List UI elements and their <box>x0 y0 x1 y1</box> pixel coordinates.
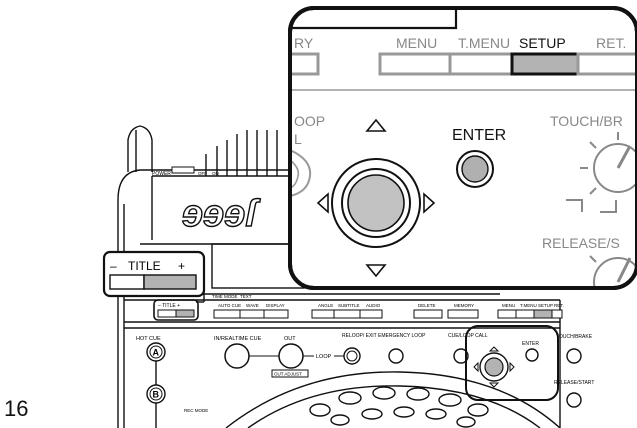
title-buttons-small: – TITLE + <box>153 299 199 321</box>
release-start-label-small: RELEASE/START <box>554 380 594 386</box>
zoom-tmenu-button[interactable] <box>448 52 514 76</box>
angle-button[interactable] <box>311 309 335 319</box>
arrow-up-icon[interactable] <box>365 118 387 132</box>
title-callout-plus: + <box>178 259 185 273</box>
display-button[interactable] <box>263 309 289 319</box>
subtitle-button[interactable] <box>333 309 361 319</box>
menu-label-small: MENU <box>502 303 515 308</box>
touch-brake-label-small: TOUCH/BRAKE <box>556 334 593 340</box>
subtitle-label: SUBTITLE <box>338 303 360 308</box>
audio-label: AUDIO <box>366 303 381 308</box>
tab-setup: SETUP <box>519 35 566 51</box>
zoom-memory-button[interactable] <box>284 52 320 76</box>
touch-brake-knob[interactable] <box>566 132 637 213</box>
emergency-loop-button[interactable] <box>388 348 404 364</box>
auto-cue-button[interactable] <box>213 309 241 319</box>
in-button[interactable] <box>224 343 250 369</box>
zoom-ret-button[interactable] <box>576 52 637 76</box>
loop-call-fragment-2: L <box>294 131 302 147</box>
tmenu-button-small[interactable] <box>515 309 535 319</box>
tab-menu: MENU <box>396 35 437 51</box>
menu-button-small[interactable] <box>497 309 517 319</box>
out-button[interactable] <box>278 343 304 369</box>
title-callout-label: TITLE <box>128 259 161 273</box>
ret-button-small[interactable] <box>551 309 563 319</box>
release-start-knob-small[interactable] <box>566 392 582 408</box>
title-plus-button-small[interactable] <box>175 309 195 318</box>
enter-button[interactable] <box>456 150 494 188</box>
touch-brake-knob-small[interactable] <box>566 348 582 364</box>
title-callout: – TITLE + <box>102 250 206 298</box>
setup-label-small: SETUP <box>538 303 553 308</box>
title-callout-minus: – <box>110 259 117 273</box>
title-plus-button[interactable] <box>143 274 197 290</box>
power-on-label: ON <box>212 171 219 176</box>
out-label: OUT <box>284 336 296 342</box>
svg-text:A: A <box>153 348 160 358</box>
audio-button[interactable] <box>359 309 383 319</box>
reloop-exit-label: RELOOP/ EXIT <box>342 333 377 339</box>
emergency-loop-label: EMERGENCY LOOP <box>378 333 426 339</box>
zoom-setup-button[interactable] <box>510 52 580 76</box>
loop-call-fragment-1: OOP <box>294 113 325 129</box>
brand-logo: ɘɘɘſ <box>182 193 261 235</box>
tab-ret: RET. <box>596 35 626 51</box>
loop-label: LOOP <box>316 354 332 360</box>
touch-brake-label: TOUCH/BR <box>550 113 623 129</box>
title-small-label: – TITLE + <box>158 303 180 309</box>
wave-label: WAVE <box>246 303 259 308</box>
arrow-left-icon[interactable] <box>316 192 329 214</box>
highlight-box-jog <box>465 325 559 401</box>
in-realtime-cue-label: IN/REALTIME CUE <box>214 336 262 342</box>
arrow-down-icon[interactable] <box>365 264 387 278</box>
cue-loop-call-label: CUE/LOOP CALL <box>448 333 488 339</box>
text-label: TEXT <box>240 294 252 299</box>
memory-label: MEMORY <box>454 303 474 308</box>
delete-label: DELETE <box>418 303 436 308</box>
zoom-menu-button[interactable] <box>378 52 452 76</box>
title-minus-button-small[interactable] <box>157 309 177 318</box>
jog-dial-large[interactable] <box>316 118 436 278</box>
enter-button-small[interactable] <box>525 348 539 362</box>
power-off-label: OFF <box>198 171 207 176</box>
hot-cue-b-button[interactable]: B <box>146 384 166 404</box>
title-minus-button[interactable] <box>109 274 145 290</box>
out-adjust-button[interactable] <box>271 369 309 378</box>
page-number: 16 <box>4 396 29 421</box>
tab-ry: RY <box>294 35 314 51</box>
tab-tmenu: T.MENU <box>458 35 510 51</box>
memory-button[interactable] <box>447 309 479 319</box>
svg-text:B: B <box>153 390 160 400</box>
button-row-keys <box>213 309 563 319</box>
power-label: POWER <box>152 171 171 177</box>
enter-label-small: ENTER <box>522 341 539 347</box>
time-mode-label: TIME MODE <box>212 294 238 299</box>
out-adjust-label: OUT ADJUST <box>274 372 302 377</box>
ret-label-small: RET. <box>554 303 564 308</box>
auto-cue-label: AUTO CUE <box>218 303 241 308</box>
hot-cue-label: HOT CUE <box>136 336 161 342</box>
wave-button[interactable] <box>239 309 265 319</box>
arrow-right-icon[interactable] <box>423 192 436 214</box>
release-start-label: RELEASE/S <box>542 235 620 251</box>
tmenu-label-small: T.MENU <box>520 303 537 308</box>
hot-cue-a-button[interactable]: A <box>146 342 166 362</box>
rec-mode-label: REC MODE <box>184 408 208 413</box>
angle-label: ANGLE <box>318 303 333 308</box>
button-row: AUTO CUE WAVE DISPLAY ANGLE SUBTITLE AUD… <box>218 303 564 308</box>
platter[interactable] <box>225 371 561 428</box>
zoom-callout: RY MENU T.MENU SETUP RET. OOP L <box>284 6 637 306</box>
delete-button[interactable] <box>413 309 443 319</box>
setup-button-small[interactable] <box>533 309 553 319</box>
release-start-knob[interactable] <box>589 255 637 306</box>
power-switch[interactable]: POWER OFF ON <box>152 166 219 177</box>
cue-loop-call-button[interactable] <box>453 348 469 364</box>
enter-label: ENTER <box>452 127 506 144</box>
display-label: DISPLAY <box>266 303 285 308</box>
